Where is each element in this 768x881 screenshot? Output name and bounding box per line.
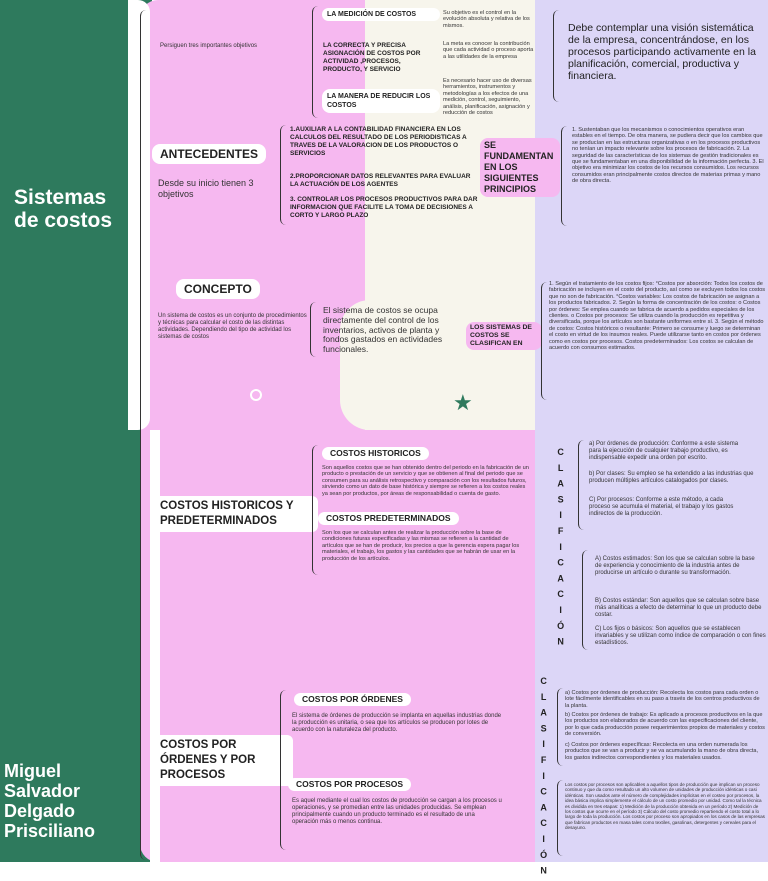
predeterminados-label: COSTOS PREDETERMINADOS <box>318 512 459 525</box>
vision-brace <box>553 10 560 102</box>
main-brace <box>140 10 147 860</box>
antecedentes-brace <box>280 125 287 225</box>
historicos-brace <box>312 445 319 575</box>
white-wave-top <box>128 0 150 430</box>
objectives-brace <box>312 6 319 118</box>
ord-class-a: a) Costos por órdenes de producción: Rec… <box>565 690 760 709</box>
hist-class2-b: B) Costos estándar: Son aquellos que se … <box>595 598 762 618</box>
objective-desc-2: La meta es conocer la contribución que c… <box>443 41 534 60</box>
principles-brace <box>561 126 568 226</box>
historicos-label: COSTOS HISTORICOS <box>322 447 429 460</box>
white-wave-bottom <box>150 430 160 862</box>
predeterminados-text: Son los que se calculan antes de realiza… <box>322 530 520 562</box>
vision-text: Debe contemplar una visión sistemática d… <box>568 22 756 82</box>
ord-class-procesos: Los costos por procesos son aplicables a… <box>565 782 765 831</box>
objective-desc-3: Es necesario hacer uso de diversas herra… <box>443 78 532 117</box>
class2-brace <box>582 550 589 650</box>
procesos-label: COSTOS POR PROCESOS <box>288 778 412 791</box>
concepto-text: Un sistema de costos es un conjunto de p… <box>158 313 307 340</box>
hist-class2-c: C) Los fijos o básicos: Son aquellos que… <box>595 626 766 646</box>
ord-class-c: c) Costos por órdenes específicas: Recol… <box>565 742 759 761</box>
hist-class-a: a) Por órdenes de producción: Conforme a… <box>589 441 739 461</box>
ord-class-b: b) Costos por órdenes de trabajo: Es apl… <box>565 712 765 738</box>
cream-wave-left <box>340 300 380 430</box>
ord-class2-brace <box>557 780 564 856</box>
principles-label: SE FUNDAMENTAN EN LOS SIGUIENTES PRINCIP… <box>480 138 560 197</box>
principles-text: 1. Sustentaban que los mecanismos o cono… <box>572 127 764 185</box>
left-green-band <box>0 0 152 862</box>
antecedentes-title: ANTECEDENTES <box>152 144 267 164</box>
ord-class1-brace <box>557 688 564 766</box>
objective-label-1: LA MEDICIÓN DE COSTOS <box>322 8 440 21</box>
hist-class-b: b) Por clases: Su empleo se ha extendido… <box>589 471 754 484</box>
ring-icon <box>250 389 262 401</box>
concepto-title: CONCEPTO <box>176 279 260 299</box>
objective-desc-1: Su objetivo es el control en la evolució… <box>443 10 530 29</box>
historicos-text: Son aquellos costos que se han obtenido … <box>322 465 529 497</box>
antecedente-1: 1.AUXILIAR A LA CONTABILIDAD FINANCIERA … <box>290 126 467 157</box>
procesos-text: Es aquel mediante el cual los costos de … <box>292 798 502 825</box>
antecedente-3: 3. CONTROLAR LOS PROCESOS PRODUCTIVOS PA… <box>290 196 478 219</box>
clasificacion-vertical-1: CLASIFICACIÓN <box>555 447 566 653</box>
clasificacion-vertical-2: CLASIFICACIÓN <box>538 676 549 881</box>
historicos-title: COSTOS HISTORICOS Y PREDETERMINADOS <box>152 496 318 532</box>
ordenes-title: COSTOS POR ÓRDENES Y POR PROCESOS <box>152 735 293 786</box>
objective-label-2: LA CORRECTA Y PRECISA ASIGNACIÓN DE COST… <box>323 42 421 73</box>
class1-brace <box>578 440 585 530</box>
author-name: Miguel Salvador Delgado Prisciliano <box>4 761 96 841</box>
classify-brace <box>541 282 548 400</box>
hist-class-c: C) Por procesos: Conforme a este método,… <box>589 497 734 517</box>
classify-text: 1. Según el tratamiento de los costos fi… <box>549 281 766 352</box>
ordenes-label: COSTOS POR ÓRDENES <box>294 693 411 706</box>
pink-band <box>140 0 365 862</box>
antecedente-2: 2.PROPORCIONAR DATOS RELEVANTES PARA EVA… <box>290 173 471 188</box>
star-icon: ★ <box>453 390 473 415</box>
lavender-band <box>535 0 768 862</box>
cream-band-top <box>365 0 535 430</box>
antecedentes-intro: Desde su inicio tienen 3 objetivos <box>158 178 254 199</box>
main-title: Sistemas de costos <box>14 186 113 232</box>
concepto-brace <box>310 302 317 357</box>
classify-label: LOS SISTEMAS DE COSTOS SE CLASIFICAN EN <box>466 322 542 350</box>
concepto-definition: El sistema de costos se ocupa directamen… <box>323 305 443 355</box>
objectives-intro: Persiguen tres importantes objetivos <box>160 43 258 49</box>
objective-label-3: LA MANERA DE REDUCIR LOS COSTOS <box>322 89 440 113</box>
ordenes-text: El sistema de órdenes de producción se i… <box>292 713 502 733</box>
ordenes-brace <box>280 690 287 850</box>
hist-class2-a: A) Costos estimados: Son los que se calc… <box>595 556 755 576</box>
